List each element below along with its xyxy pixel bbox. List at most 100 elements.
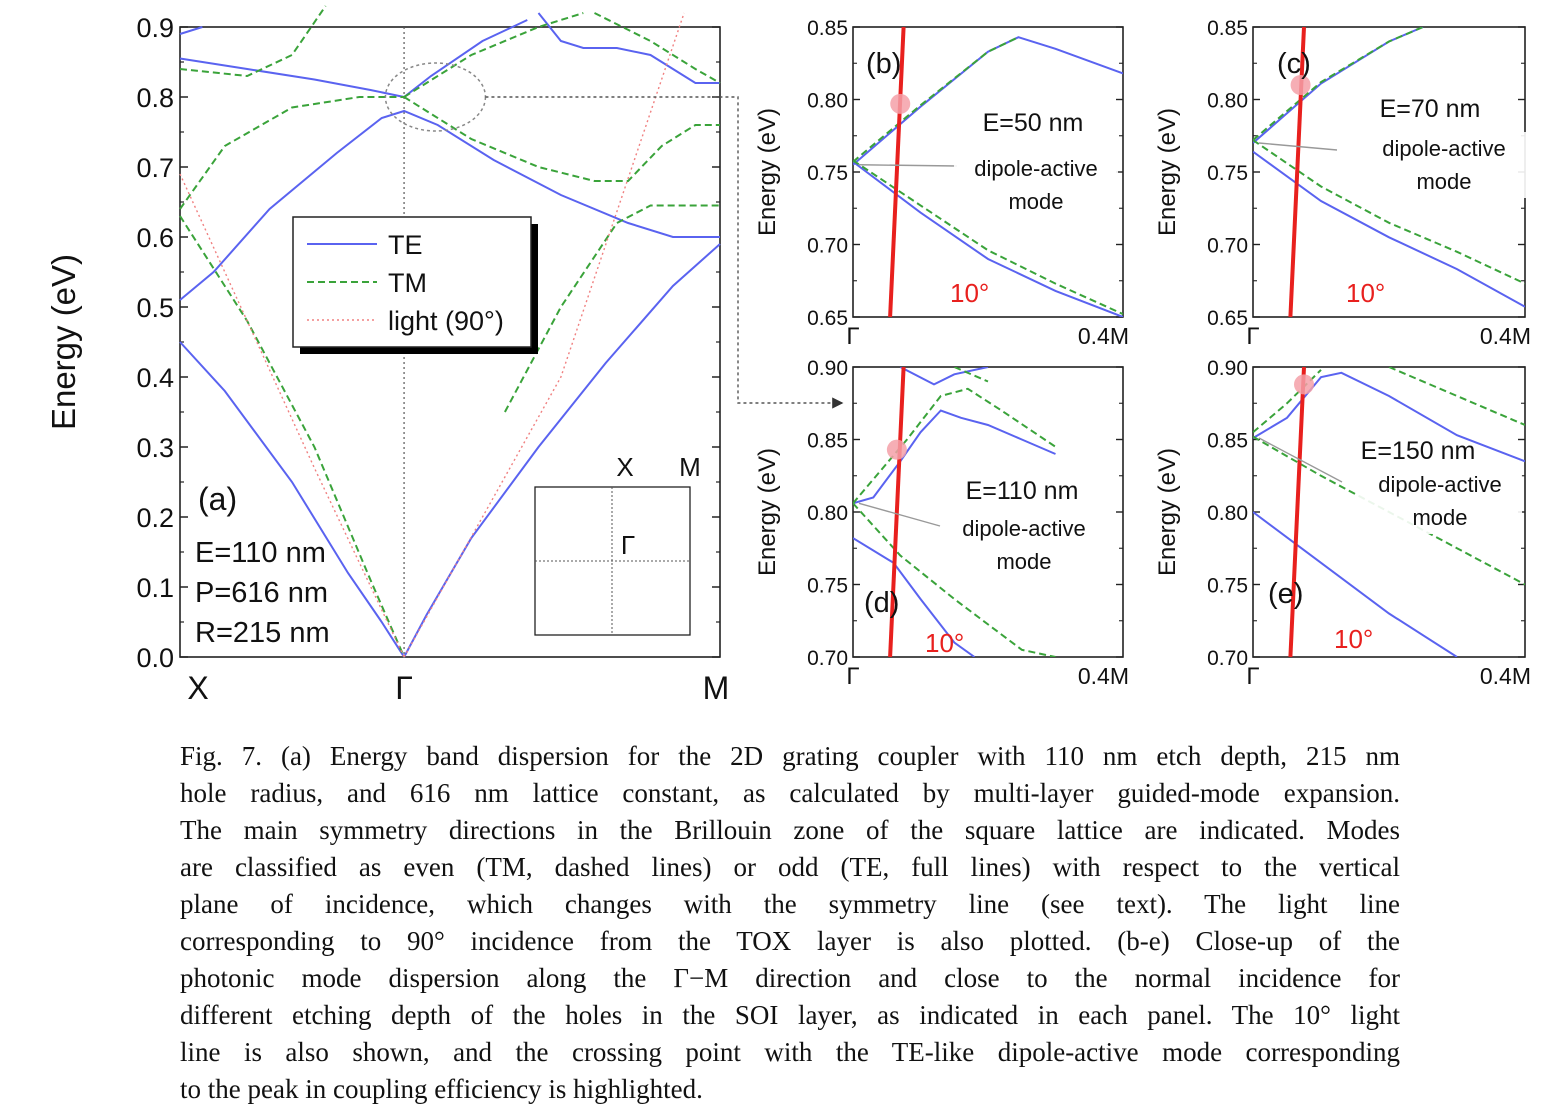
y-tick-label: 0.1: [136, 573, 174, 603]
panel-a-te-band: [179, 109, 720, 301]
dipole-mode-label: mode: [1008, 189, 1063, 214]
panel-d-te-band: [899, 367, 989, 386]
y-tick-label: 0.70: [1207, 235, 1248, 258]
panel-d-light-line-10deg-band: [888, 367, 906, 657]
y-tick-label: 0.80: [1207, 502, 1248, 525]
y-tick-label: 0.75: [1207, 575, 1248, 598]
panel-a-param: E=110 nm: [195, 537, 326, 569]
y-tick-label: 0.5: [136, 293, 174, 323]
dipole-mode-leader: [858, 502, 941, 527]
panel-a-tm-band: [403, 96, 720, 182]
panel-a-te-band: [537, 12, 720, 84]
panel-a-tm-band: [179, 96, 405, 210]
panel-a-te-band: [179, 341, 405, 658]
panel-a-tm-band: [403, 12, 584, 98]
panel-a-tm-band: [594, 12, 721, 84]
y-tick-label: 0.9: [136, 13, 174, 43]
panel-a-te-band: [179, 26, 203, 35]
y-tick-label: 0.70: [807, 235, 848, 258]
y-tick-label: 0.75: [807, 162, 848, 185]
panel-d-angle-label: 10°: [925, 628, 964, 658]
panel-e-angle-label: 10°: [1334, 624, 1373, 654]
dipole-mode-label: mode: [996, 549, 1051, 574]
panel-c-tm-band: [1253, 27, 1424, 141]
dipole-mode-label: dipole-active: [1382, 136, 1506, 161]
x-tick-label: 0.4M: [1480, 663, 1531, 689]
panel-b-light-line-10deg-band: [888, 27, 906, 317]
panel-b-letter: (b): [866, 48, 901, 80]
caption-line: plane of incidence, which changes with t…: [180, 889, 1400, 919]
caption-line: photonic mode dispersion along the Γ−M d…: [180, 963, 1400, 993]
panel-e-plot: [1253, 367, 1525, 657]
x-tick-label: Γ: [846, 663, 859, 690]
y-tick-label: 0.4: [136, 363, 174, 393]
panel-e-tm-band: [1388, 367, 1525, 426]
dipole-mode-label: dipole-active: [962, 516, 1086, 541]
x-tick-label: Γ: [1246, 323, 1259, 350]
caption-line: corresponding to 90° incidence from the …: [180, 926, 1400, 956]
panel-b-tm-band: [853, 36, 1019, 163]
y-tick-label: 0.7: [136, 153, 174, 183]
y-axis-label: Energy (eV): [45, 254, 82, 430]
caption-line: line is also shown, and the crossing poi…: [180, 1037, 1400, 1067]
panel-d-letter: (d): [864, 587, 899, 619]
crossing-highlight: [1294, 374, 1314, 395]
panel-a-tm-band: [179, 5, 327, 78]
y-axis-label: Energy (eV): [1154, 108, 1181, 236]
panel-d-te-band: [853, 537, 976, 657]
y-tick-label: 0.90: [1207, 357, 1248, 380]
panel-c-tm-band: [1253, 139, 1525, 285]
figure-caption: Fig. 7. (a) Energy band dispersion for t…: [180, 738, 1400, 1108]
inset-m-label: M: [679, 452, 701, 482]
panel-e-etch-label: E=150 nm: [1361, 437, 1476, 465]
y-tick-label: 0.85: [1207, 17, 1248, 40]
x-tick-label: Γ: [395, 670, 413, 706]
crossing-highlight: [886, 439, 907, 460]
panel-b-angle-label: 10°: [950, 278, 989, 308]
panel-c-plot: [1253, 27, 1525, 317]
panel-a-letter: (a): [198, 481, 237, 517]
y-axis-label: Energy (eV): [754, 448, 781, 576]
panel-e-tm-band: [1253, 369, 1322, 434]
y-tick-label: 0.65: [1207, 307, 1248, 330]
caption-line: hole radius, and 616 nm lattice constant…: [180, 778, 1400, 808]
panel-a-param: P=616 nm: [195, 577, 328, 609]
y-tick-label: 0.75: [1207, 162, 1248, 185]
mode-label-bg: [942, 512, 1106, 578]
panel-d-plot: [853, 367, 1057, 657]
mode-label-bg: [1358, 468, 1522, 534]
panel-d-etch-label: E=110 nm: [966, 477, 1079, 505]
panel-a-te-band: [179, 19, 528, 99]
caption-line: different etching depth of the holes in …: [180, 1000, 1400, 1030]
crossing-highlight: [1290, 75, 1311, 95]
dipole-mode-label: mode: [1416, 169, 1471, 194]
caption-line: Fig. 7. (a) Energy band dispersion for t…: [180, 741, 1400, 771]
panel-c-letter: (c): [1277, 48, 1311, 80]
y-tick-label: 0.80: [807, 90, 848, 113]
mode-label-bg: [1362, 132, 1526, 198]
panel-c-etch-label: E=70 nm: [1380, 95, 1481, 123]
x-tick-label: Γ: [846, 323, 859, 350]
x-tick-label: X: [187, 670, 208, 706]
y-tick-label: 0.6: [136, 223, 174, 253]
panel-a-light-line-band: [403, 12, 685, 658]
dipole-mode-label: mode: [1412, 505, 1467, 530]
panel-d-tm-band: [853, 502, 1056, 657]
panel-d-tm-band: [953, 367, 989, 383]
inset-gamma-label: Γ: [621, 530, 635, 560]
panel-e-light-line-10deg-band: [1288, 367, 1306, 657]
panel-a-tm-band: [179, 215, 406, 658]
y-axis-label: Energy (eV): [1154, 448, 1181, 576]
panel-b-etch-label: E=50 nm: [983, 109, 1084, 137]
x-tick-label: 0.4M: [1078, 323, 1129, 349]
y-tick-label: 0.80: [1207, 90, 1248, 113]
caption-line: to the peak in coupling efficiency is hi…: [180, 1074, 703, 1104]
legend-light-label: light (90°): [388, 306, 504, 336]
legend-tm-label: TM: [388, 268, 427, 298]
inset-x-label: X: [616, 452, 633, 482]
panel-e-letter: (e): [1268, 578, 1303, 610]
y-tick-label: 0.70: [807, 647, 848, 670]
x-tick-label: 0.4M: [1078, 663, 1129, 689]
panel-e-te-band: [1253, 511, 1458, 657]
